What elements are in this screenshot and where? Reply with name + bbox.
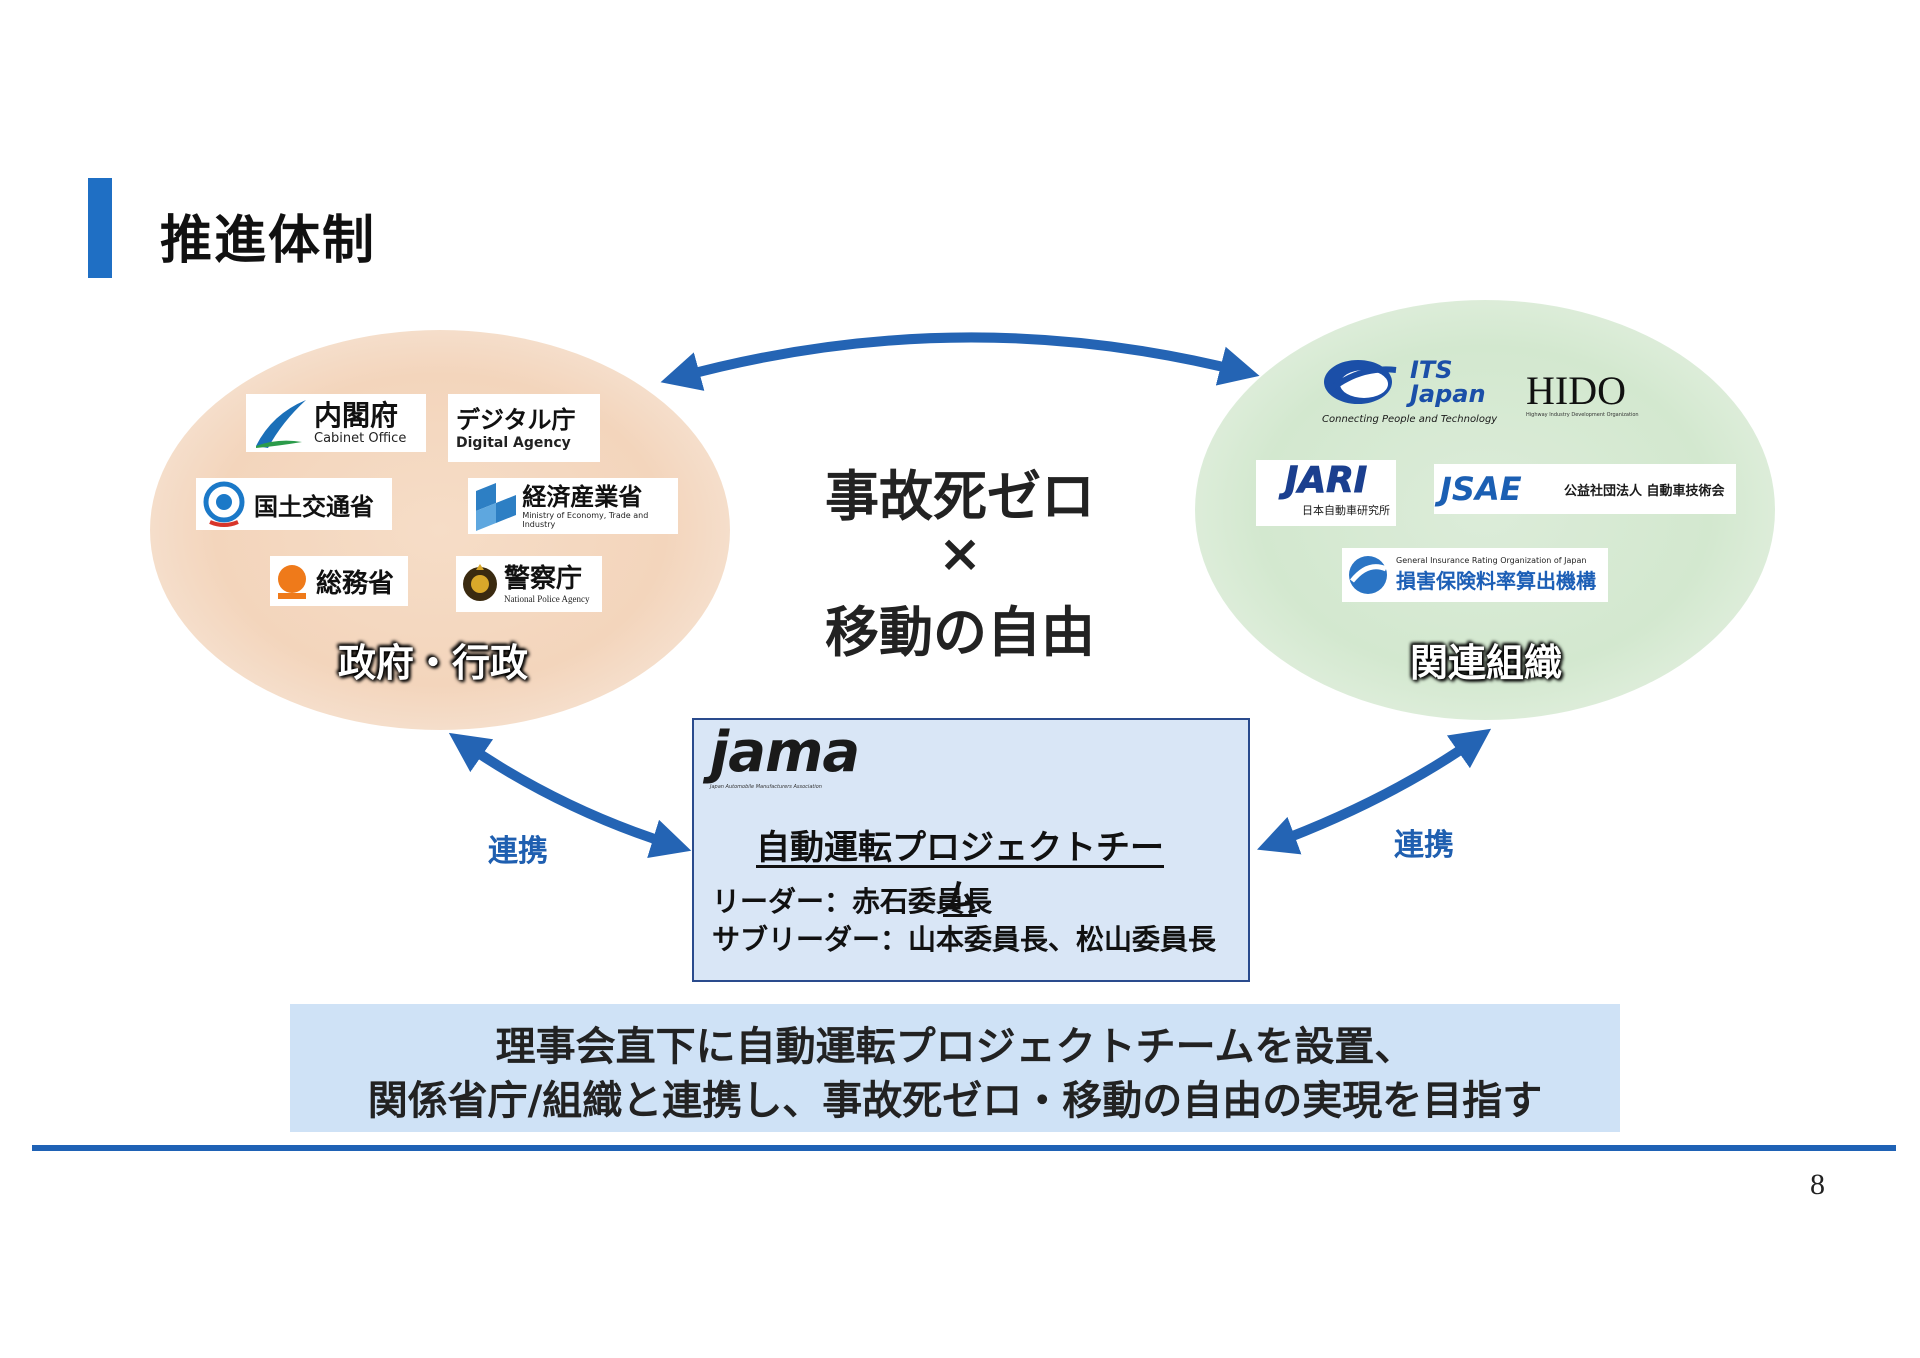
npa-emblem-icon <box>463 564 497 601</box>
logo-jsae: JSAE 公益社団法人 自動車技術会 <box>1434 464 1736 514</box>
org-name-en: Digital Agency <box>456 435 571 451</box>
footer-rule <box>32 1145 1896 1151</box>
its-japan-name: ITS Japan <box>1410 356 1486 408</box>
logo-hido: HIDO Highway Industry Development Organi… <box>1526 370 1656 428</box>
logo-its-japan: ITS Japan Connecting People and Technolo… <box>1320 356 1498 430</box>
logo-npa: 警察庁 National Police Agency <box>456 556 602 612</box>
slogan-times: × <box>938 524 982 584</box>
logo-mlit: 国土交通省 <box>196 478 392 530</box>
team-leader: リーダー：赤石委員長 <box>712 885 993 918</box>
org-name-en: Ministry of Economy, Trade and Industry <box>522 511 649 529</box>
org-name-jp: 警察庁 <box>504 564 583 594</box>
page-title: 推進体制 <box>160 211 377 271</box>
logo-meti: 経済産業省 Ministry of Economy, Trade and Ind… <box>468 478 678 534</box>
logo-jari: JARI 日本自動車研究所 <box>1256 460 1396 526</box>
slogan-line-2: 移動の自由 <box>825 601 1095 664</box>
link-label-left: 連携 <box>488 834 548 869</box>
its-japan-swoosh-icon <box>1324 360 1397 404</box>
jama-logo-sub: Japan Automobile Manufacturers Associati… <box>710 784 822 790</box>
mlit-emblem-icon <box>203 481 245 527</box>
left-double-arrow <box>448 732 692 858</box>
logo-digital-agency: デジタル庁 Digital Agency <box>448 394 600 462</box>
org-name-en: National Police Agency <box>504 594 590 604</box>
right-double-arrow <box>1257 728 1492 855</box>
org-name-jp: デジタル庁 <box>456 406 576 434</box>
jama-logo-text: jama <box>710 720 860 785</box>
jari-name: JARI <box>1284 460 1368 502</box>
link-label-right: 連携 <box>1394 828 1454 863</box>
summary-line-2: 関係省庁/組織と連携し、事故死ゼロ・移動の自由の実現を目指す <box>367 1078 1543 1124</box>
hido-tagline: Highway Industry Development Organizatio… <box>1526 412 1639 418</box>
slogan-line-1: 事故死ゼロ <box>825 465 1095 528</box>
page-number: 8 <box>1810 1168 1825 1201</box>
org-name-jp: 内閣府 <box>314 398 399 432</box>
summary-line-1: 理事会直下に自動運転プロジェクトチームを設置、 <box>495 1024 1415 1070</box>
giroj-en: General Insurance Rating Organization of… <box>1396 556 1587 565</box>
related-orgs-label: 関連組織 <box>1410 641 1563 685</box>
title-accent-bar <box>88 178 112 278</box>
logo-giroj: General Insurance Rating Organization of… <box>1342 548 1608 602</box>
logo-cabinet-office: 内閣府 Cabinet Office <box>246 394 426 452</box>
government-label: 政府・行政 <box>338 641 529 685</box>
top-double-arrow <box>660 332 1260 391</box>
jama-logo: jama Japan Automobile Manufacturers Asso… <box>710 720 860 791</box>
logo-mic: 総務省 <box>270 556 408 606</box>
mic-emblem-icon <box>278 565 306 599</box>
org-name-jp: 国土交通省 <box>254 492 374 521</box>
project-team-title: 自動運転プロジェクトチーム <box>756 828 1164 917</box>
giroj-jp: 損害保険料率算出機構 <box>1396 569 1596 593</box>
org-name-jp: 経済産業省 <box>522 483 643 511</box>
meti-emblem-icon <box>476 483 516 531</box>
team-subleader: サブリーダー：山本委員長、松山委員長 <box>712 923 1217 956</box>
jsae-jp: 公益社団法人 自動車技術会 <box>1564 483 1725 499</box>
hido-name: HIDO <box>1526 368 1626 413</box>
jari-jp: 日本自動車研究所 <box>1302 504 1390 517</box>
its-japan-tagline: Connecting People and Technology <box>1322 414 1498 425</box>
cabinet-office-emblem-icon <box>256 400 306 448</box>
jsae-name: JSAE <box>1440 470 1522 508</box>
org-name-jp: 総務省 <box>316 568 395 599</box>
org-name-en: Cabinet Office <box>314 430 407 446</box>
summary-box <box>290 1004 1620 1132</box>
giroj-emblem-icon <box>1349 556 1388 594</box>
project-team-box <box>692 718 1250 982</box>
